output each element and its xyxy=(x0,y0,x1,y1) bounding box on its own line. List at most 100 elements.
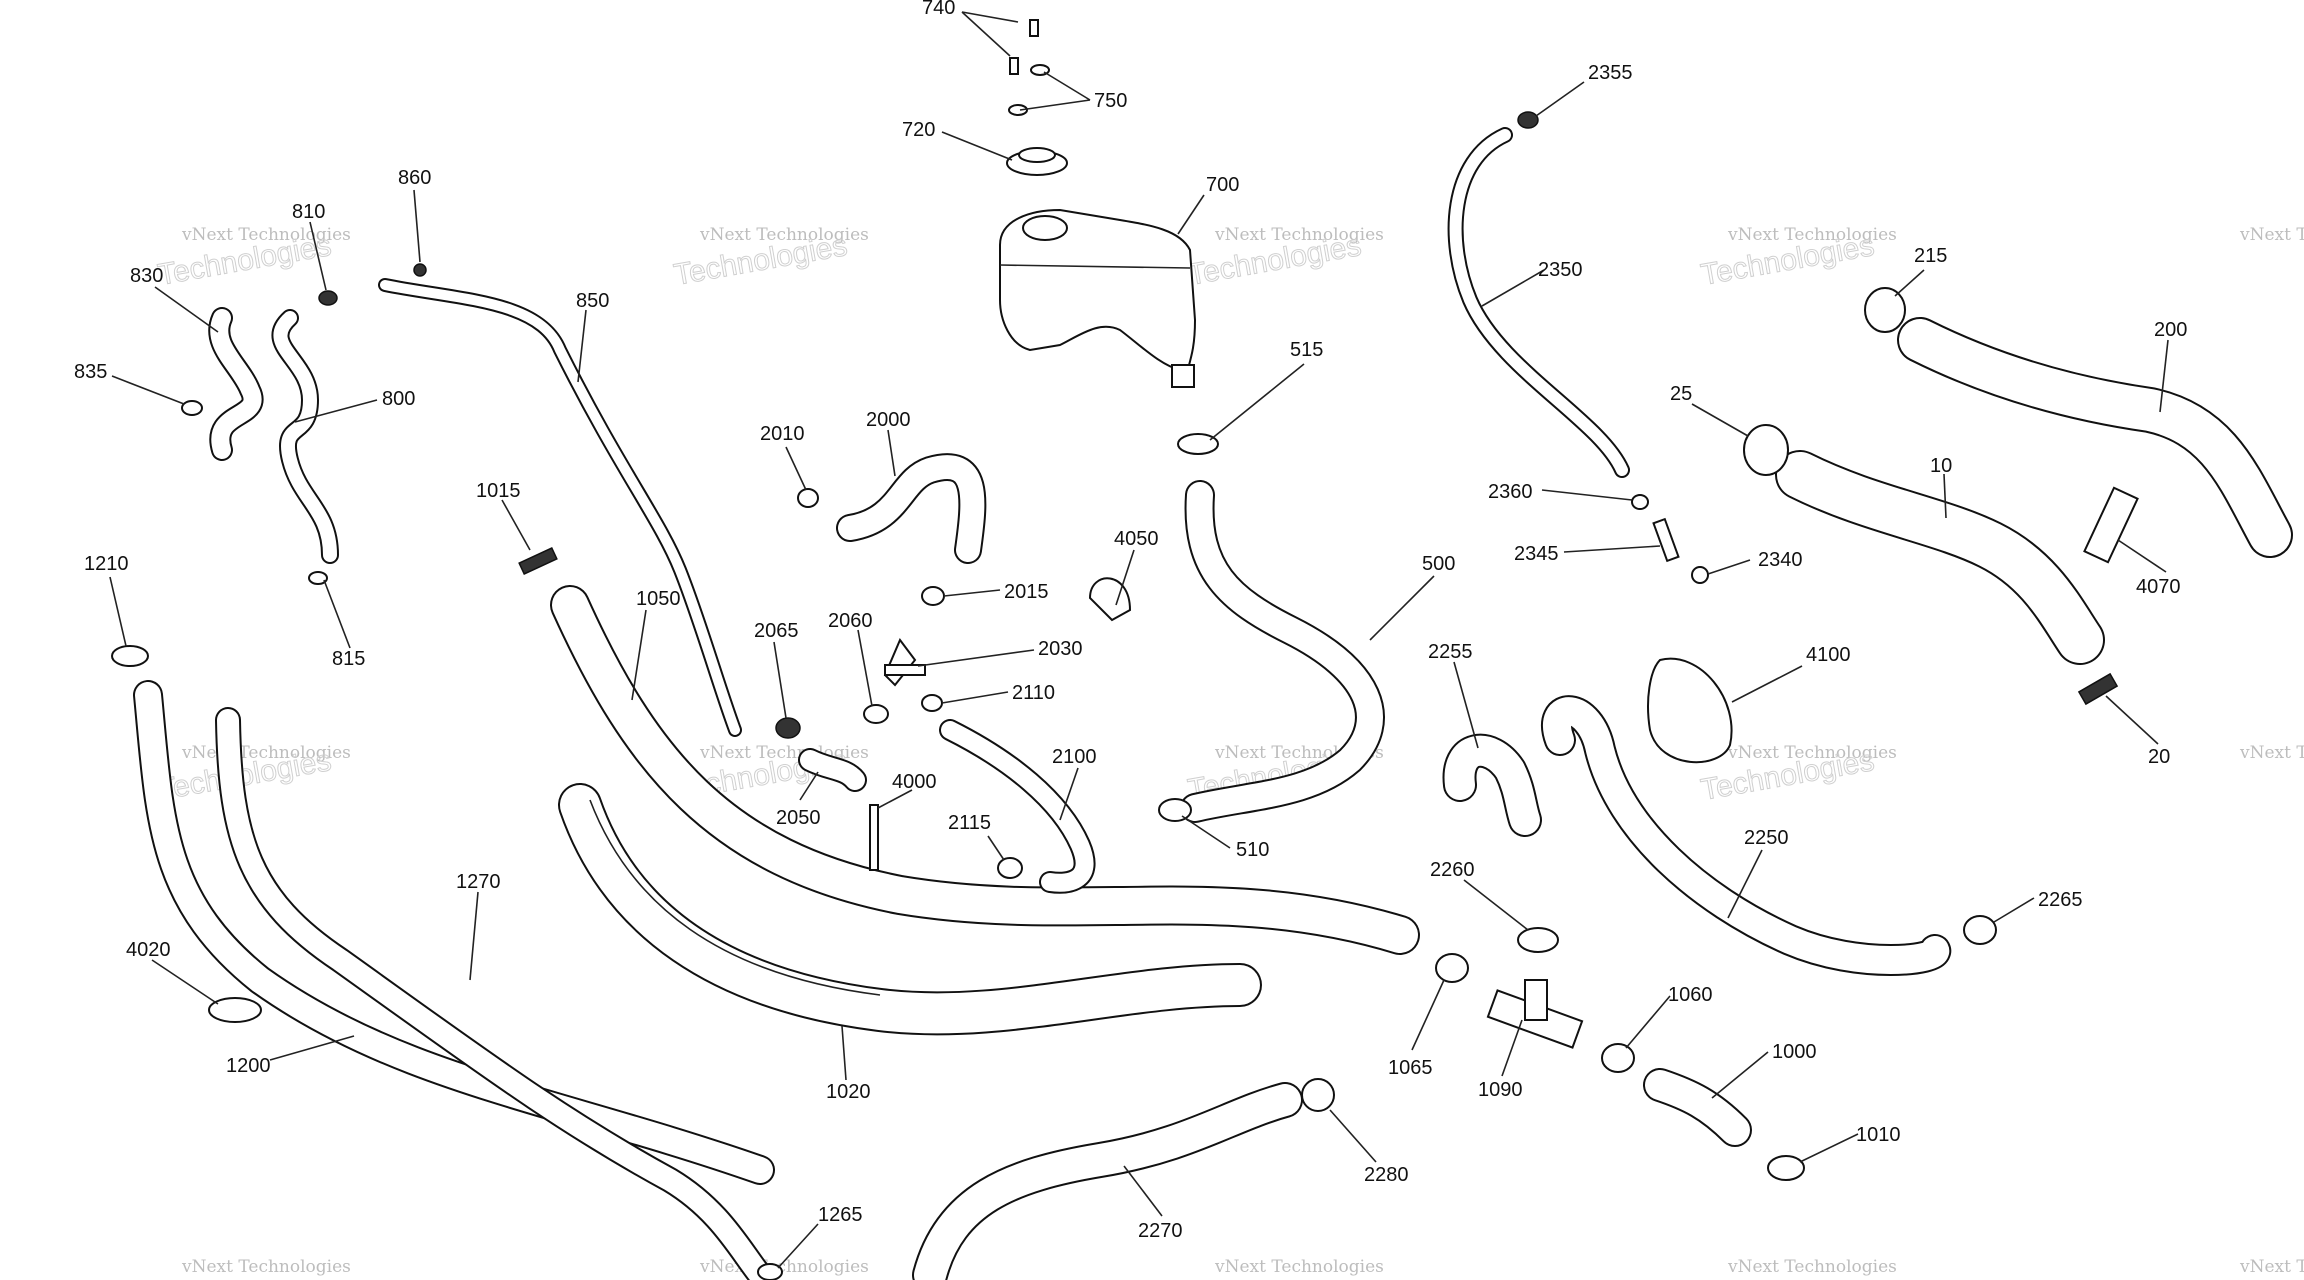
hose-1050 xyxy=(550,585,1420,955)
clamp-2360 xyxy=(1631,494,1649,510)
callout-510: 510 xyxy=(1236,839,1269,861)
callout-500: 500 xyxy=(1422,553,1455,575)
clamp-815 xyxy=(308,571,328,585)
callout-740: 740 xyxy=(922,0,955,19)
clamp-1010 xyxy=(1767,1155,1805,1181)
callout-835: 835 xyxy=(74,361,107,383)
clamp-4020 xyxy=(208,997,262,1023)
expansion-tank xyxy=(999,208,1197,388)
watermark-text: vNext Technologies xyxy=(1727,1257,1897,1277)
hose-830 xyxy=(208,307,264,461)
clamp-25 xyxy=(1743,424,1789,476)
hose-1000 xyxy=(1643,1068,1752,1147)
watermark-text: vNext Technologies xyxy=(2239,225,2304,245)
watermark: vNext Technologies Technologies xyxy=(1185,225,1384,292)
watermark-text: vNext Technologies xyxy=(2239,1257,2304,1277)
hose-2255 xyxy=(1442,733,1542,837)
callout-4020: 4020 xyxy=(126,939,171,961)
clamp-2010 xyxy=(797,488,819,508)
hose-2050 xyxy=(798,748,867,792)
watermark-text: vNext Technologies xyxy=(699,225,869,245)
hose-1270 xyxy=(215,707,773,1280)
callout-1270: 1270 xyxy=(456,871,501,893)
clamp-515 xyxy=(1177,433,1219,455)
callout-2115: 2115 xyxy=(948,812,991,834)
watermark-text: vNext Technologies xyxy=(2239,743,2304,763)
clamp-2110 xyxy=(921,694,943,712)
callout-2250: 2250 xyxy=(1744,827,1789,849)
callout-4100: 4100 xyxy=(1806,644,1851,666)
hose-layer xyxy=(133,127,2293,1280)
callout-2355: 2355 xyxy=(1588,62,1633,84)
hose-200 xyxy=(1897,317,2293,558)
callout-515: 515 xyxy=(1290,339,1323,361)
hose-2100 xyxy=(939,719,1096,894)
hose-800 xyxy=(271,309,339,564)
callout-1210: 1210 xyxy=(84,553,129,575)
hose-1020 xyxy=(558,783,1262,1036)
watermark-text: vNext Technologies xyxy=(1727,225,1897,245)
callout-2100: 2100 xyxy=(1052,746,1097,768)
clamp-2260 xyxy=(1517,927,1559,953)
callout-2015: 2015 xyxy=(1004,581,1049,603)
callout-200: 200 xyxy=(2154,319,2187,341)
clamp-810 xyxy=(318,290,338,306)
tee-1090 xyxy=(1486,979,1584,1049)
clamp-2015 xyxy=(921,586,945,606)
callout-2265: 2265 xyxy=(2038,889,2083,911)
bracket-4050 xyxy=(1088,577,1132,622)
callout-2060: 2060 xyxy=(828,610,873,632)
callout-2340: 2340 xyxy=(1758,549,1803,571)
callout-10: 10 xyxy=(1930,455,1952,477)
clamp-2060 xyxy=(863,704,889,724)
watermark-text: vNext Technologies xyxy=(1214,225,1384,245)
callout-1000: 1000 xyxy=(1772,1041,1817,1063)
callout-labels: 740 750 720 700 515 860 810 830 835 800 … xyxy=(74,0,2187,1242)
hose-10 xyxy=(1775,450,2105,665)
callout-2345: 2345 xyxy=(1514,543,1559,565)
callout-4000: 4000 xyxy=(892,771,937,793)
watermark: vNext Technologies Technologies xyxy=(155,743,351,807)
callout-2280: 2280 xyxy=(1364,1164,1409,1186)
hose-2250 xyxy=(1541,695,1951,976)
fitting-2345 xyxy=(1652,517,1680,563)
callout-2030: 2030 xyxy=(1038,638,1083,660)
clamp-1210 xyxy=(111,645,149,667)
clamp-2265 xyxy=(1963,915,1997,945)
clamp-1265 xyxy=(757,1263,783,1280)
hose-850 xyxy=(378,278,742,737)
callout-1020: 1020 xyxy=(826,1081,871,1103)
callout-2255: 2255 xyxy=(1428,641,1473,663)
callout-1265: 1265 xyxy=(818,1204,863,1226)
callout-1050: 1050 xyxy=(636,588,681,610)
strap-4100 xyxy=(1647,657,1733,764)
callout-25: 25 xyxy=(1670,383,1692,405)
watermark: vNext Technologies xyxy=(2239,743,2304,763)
callout-720: 720 xyxy=(902,119,935,141)
clamp-835 xyxy=(181,400,203,416)
clamp-860 xyxy=(413,263,427,277)
clamp-2065 xyxy=(775,717,801,739)
clamp-1065 xyxy=(1435,953,1469,983)
leader-lines xyxy=(109,11,2169,1269)
watermark-text: vNext Technologies xyxy=(1214,1257,1384,1277)
callout-830: 830 xyxy=(130,265,163,287)
callout-2350: 2350 xyxy=(1538,259,1583,281)
clamp-2280 xyxy=(1301,1078,1335,1112)
callout-2270: 2270 xyxy=(1138,1220,1183,1242)
tee-2030 xyxy=(883,638,926,687)
valve-4000 xyxy=(869,804,879,871)
callout-4070: 4070 xyxy=(2136,576,2181,598)
hose-2270 xyxy=(912,1082,1303,1280)
callout-2050: 2050 xyxy=(776,807,821,829)
watermark: vNext Technologies vNext Technologies vN… xyxy=(181,1257,2304,1277)
hose-2350 xyxy=(1447,127,1630,478)
callout-2260: 2260 xyxy=(1430,859,1475,881)
bracket-4070 xyxy=(2083,486,2139,564)
fitting-20 xyxy=(2077,672,2119,706)
hose-1200 xyxy=(133,680,775,1185)
watermark: vNext Technologies Technologies xyxy=(671,225,869,292)
callout-4050: 4050 xyxy=(1114,528,1159,550)
callout-215: 215 xyxy=(1914,245,1947,267)
